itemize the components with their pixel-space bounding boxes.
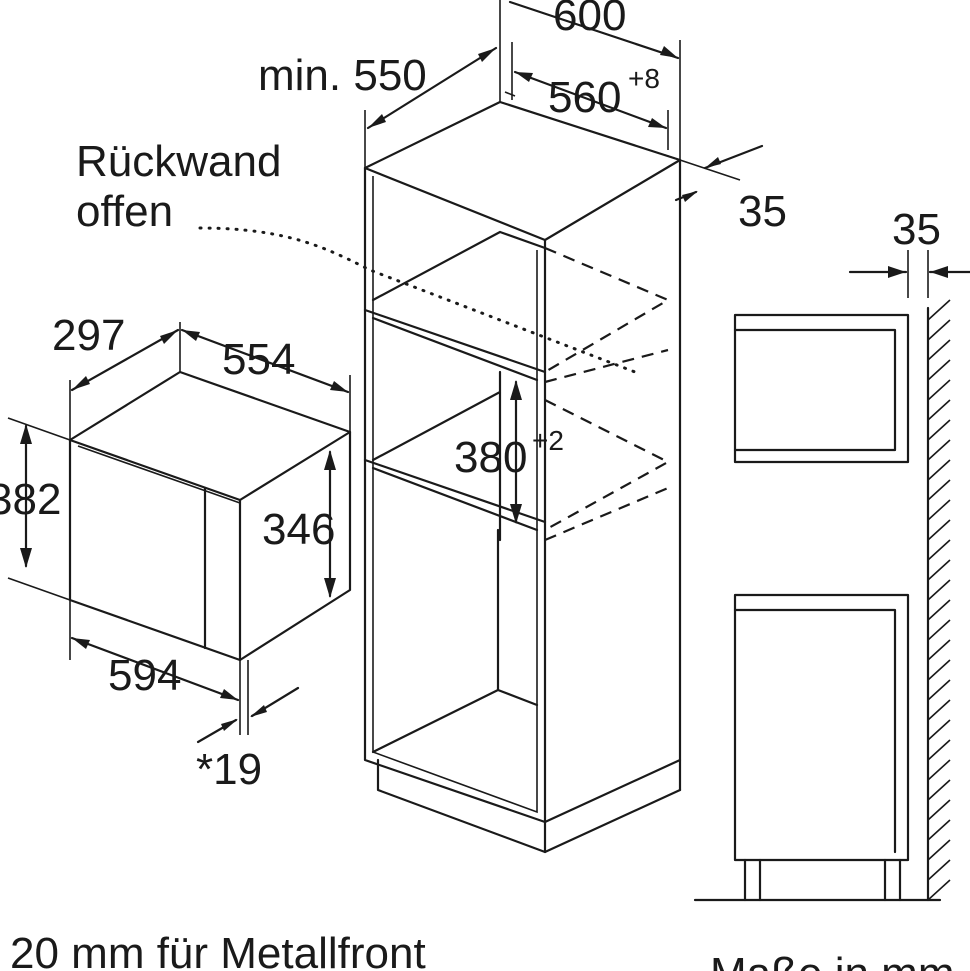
label-600: 600 xyxy=(553,0,626,40)
dimension-labels: 600 min. 550 560 +8 Rückwand offen 35 35… xyxy=(0,0,941,794)
footnote-metal-front: 20 mm für Metallfront xyxy=(10,929,426,971)
side-view xyxy=(693,250,970,902)
label-560: 560 xyxy=(548,73,621,122)
footnotes: 20 mm für Metallfront Maße in mm xyxy=(10,929,954,971)
label-560-tolerance: +8 xyxy=(628,63,660,94)
label-554: 554 xyxy=(222,335,295,384)
label-380-tolerance: +2 xyxy=(532,425,564,456)
label-19: *19 xyxy=(196,745,262,794)
label-594: 594 xyxy=(108,651,181,700)
label-35-side: 35 xyxy=(892,205,941,254)
label-rear-wall: Rückwand xyxy=(76,137,281,186)
label-382: 382 xyxy=(0,475,61,524)
wall-hatching xyxy=(927,299,951,901)
label-35-cabinet: 35 xyxy=(738,187,787,236)
label-380: 380 xyxy=(454,433,527,482)
label-rear-wall-open: offen xyxy=(76,187,173,236)
footnote-units: Maße in mm xyxy=(710,949,954,971)
label-min-550: min. 550 xyxy=(258,51,427,100)
label-297: 297 xyxy=(52,311,125,360)
label-346: 346 xyxy=(262,505,335,554)
microwave-dimensions xyxy=(7,322,351,744)
tall-cabinet xyxy=(198,91,682,854)
cabinet-dimensions xyxy=(364,0,764,524)
